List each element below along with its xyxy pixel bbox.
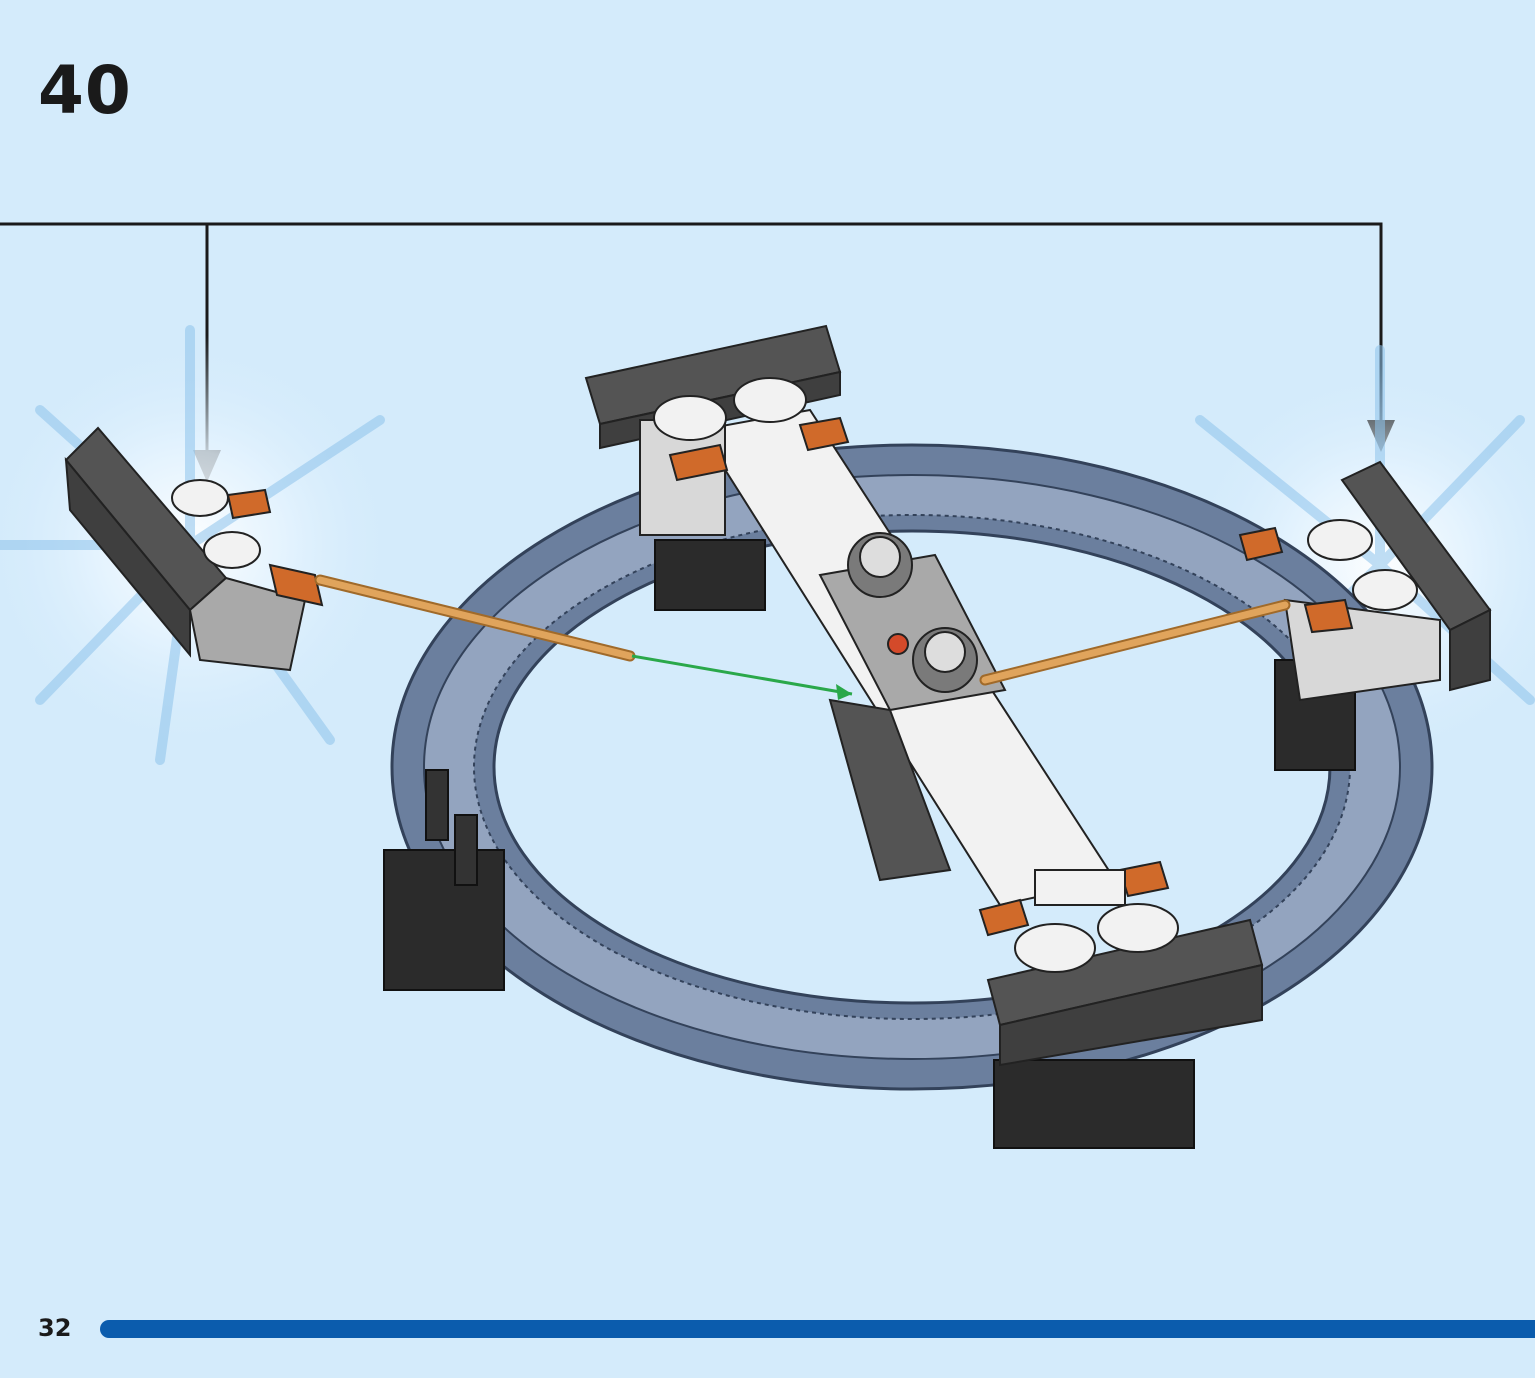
page-number: 32 (38, 1314, 72, 1342)
progress-bar (100, 1320, 1535, 1338)
axles (314, 574, 1291, 686)
right-subassembly (1238, 460, 1492, 702)
step-number: 40 (38, 52, 132, 129)
central-beam (698, 408, 1117, 907)
insert-arrow-icon (631, 654, 853, 700)
top-end-assembly (584, 324, 850, 536)
left-subassembly (64, 426, 324, 672)
bottom-end-assembly (978, 860, 1264, 1067)
